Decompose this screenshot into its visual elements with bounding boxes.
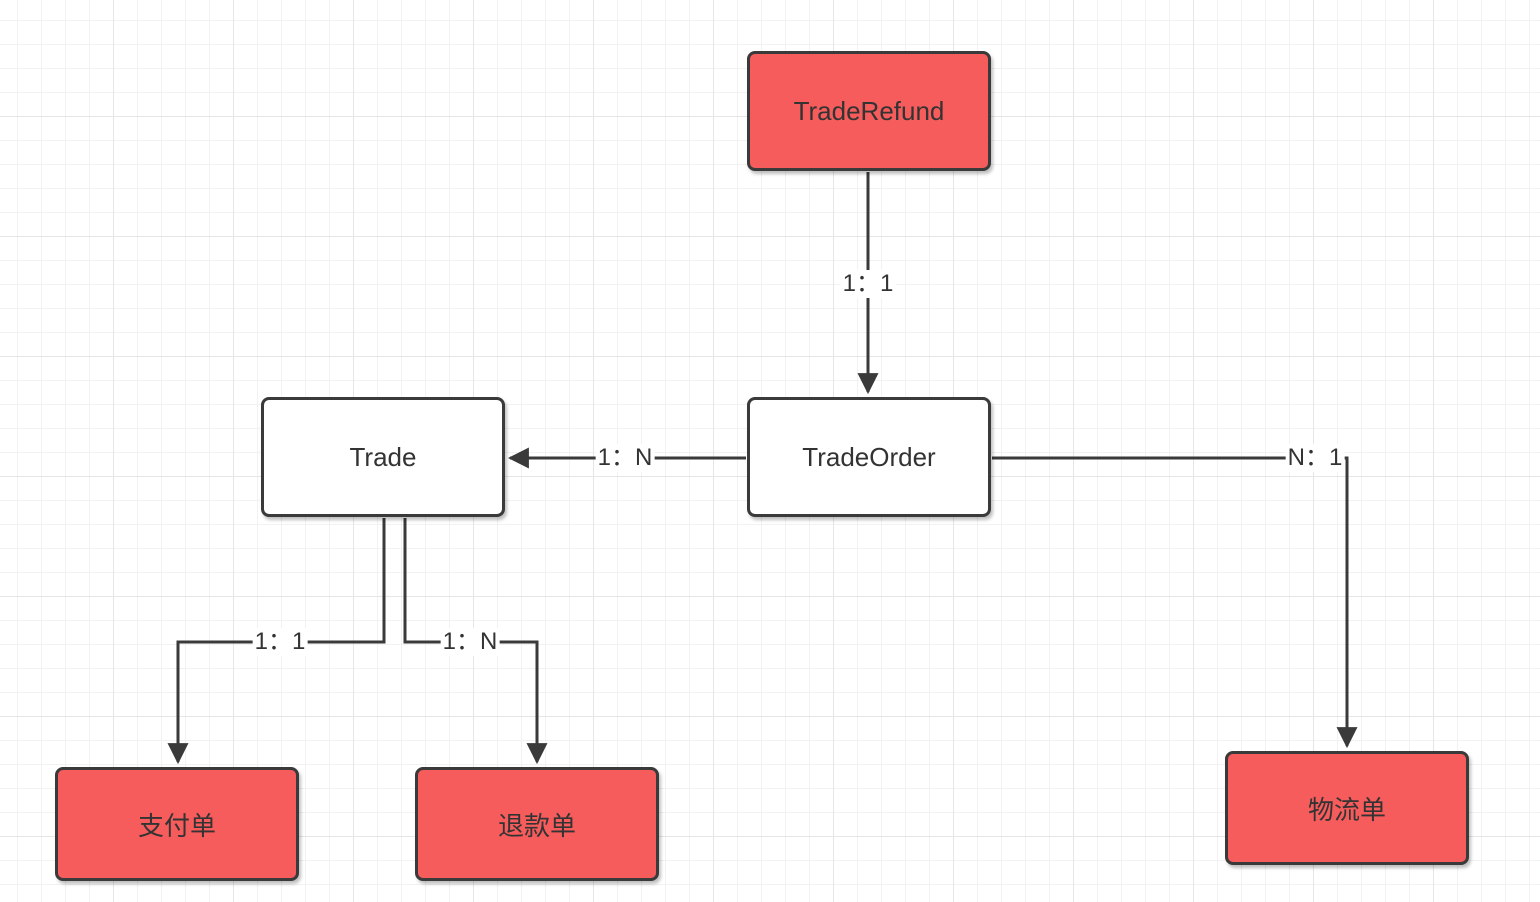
label-trade-to-refund: 1：N	[440, 628, 500, 656]
node-trade-refund[interactable]: TradeRefund	[747, 51, 991, 171]
edge-order-to-logistics[interactable]	[992, 456, 1358, 749]
node-trade-order-label: TradeOrder	[802, 441, 936, 472]
node-logistics[interactable]: 物流单	[1225, 751, 1469, 865]
label-trade-to-payment: 1：1	[252, 628, 308, 656]
node-trade-order[interactable]: TradeOrder	[747, 397, 991, 517]
node-logistics-label: 物流单	[1307, 794, 1386, 825]
node-refund-label: 退款单	[497, 810, 576, 841]
label-refund-to-order: 1：1	[840, 270, 896, 298]
node-refund[interactable]: 退款单	[415, 767, 659, 881]
label-order-to-trade: 1：N	[595, 444, 655, 472]
node-trade-label: Trade	[349, 441, 417, 472]
node-payment-label: 支付单	[137, 810, 216, 841]
node-trade[interactable]: Trade	[261, 397, 505, 517]
node-payment[interactable]: 支付单	[55, 767, 299, 881]
label-order-to-logistics: N：1	[1285, 444, 1345, 472]
node-trade-refund-label: TradeRefund	[793, 95, 945, 126]
